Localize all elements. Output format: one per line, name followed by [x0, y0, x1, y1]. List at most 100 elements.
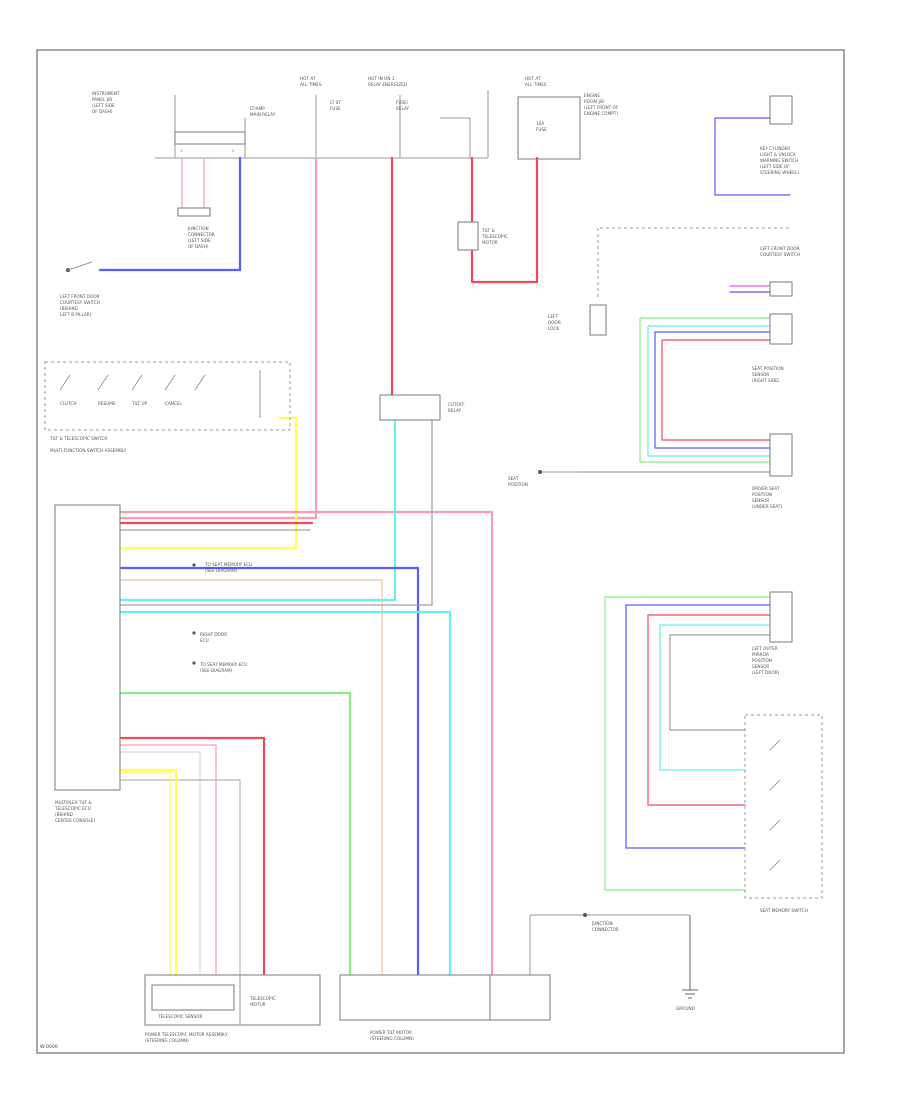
switch-assembly: CLUTCH RESUME TILT UP CANCEL TILT & TELE…: [44, 361, 291, 453]
svg-text:STEERING WHEEL): STEERING WHEEL): [760, 170, 799, 175]
wire-cyan-2: [118, 610, 452, 977]
svg-text:(STEERING COLUMN): (STEERING COLUMN): [145, 1038, 189, 1043]
svg-text:(BEHIND: (BEHIND: [60, 306, 78, 311]
door-switch-left: LEFT FRONT DOOR COURTESY SWITCH (BEHIND …: [60, 261, 100, 317]
svg-text:DRIVER SEAT: DRIVER SEAT: [752, 486, 780, 491]
svg-text:MOTOR: MOTOR: [250, 1002, 266, 1007]
svg-text:RESUME: RESUME: [98, 401, 116, 406]
wire-green: [118, 691, 352, 977]
svg-text:MOTOR: MOTOR: [482, 240, 498, 245]
svg-text:(SEE DIAGRAM): (SEE DIAGRAM): [200, 668, 233, 673]
svg-text:(LEFT DOOR): (LEFT DOOR): [752, 670, 780, 675]
svg-text:LEFT FRONT DOOR: LEFT FRONT DOOR: [60, 294, 100, 299]
svg-text:TELESCOPIC ECU: TELESCOPIC ECU: [54, 806, 91, 811]
svg-text:FUSE: FUSE: [536, 127, 547, 132]
svg-text:LOCK: LOCK: [548, 326, 559, 331]
svg-text:(LEFT FRONT OF: (LEFT FRONT OF: [584, 105, 619, 110]
wire-white-sensor: [119, 751, 201, 976]
wire-pink-main: [118, 156, 318, 520]
svg-text:TILT UP: TILT UP: [131, 401, 148, 406]
svg-text:POSITION: POSITION: [752, 492, 772, 497]
svg-text:CONNECTOR: CONNECTOR: [188, 232, 215, 237]
svg-text:MULTI-FUNCTION SWITCH ASSEMBLY: MULTI-FUNCTION SWITCH ASSEMBLY: [50, 448, 127, 453]
svg-text:LEFT: LEFT: [548, 314, 558, 319]
svg-text:LEFT B PILLAR): LEFT B PILLAR): [60, 312, 92, 317]
svg-text:LEFT OUTER: LEFT OUTER: [752, 646, 778, 651]
svg-text:LIGHT & UNLOCK: LIGHT & UNLOCK: [760, 152, 796, 157]
svg-text:SENSOR: SENSOR: [752, 664, 769, 669]
svg-text:(RIGHT SIDE): (RIGHT SIDE): [752, 378, 780, 383]
svg-text:CENTER CONSOLE): CENTER CONSOLE): [55, 818, 95, 823]
svg-text:FUSE/: FUSE/: [396, 100, 409, 105]
svg-text:LEFT FRONT DOOR: LEFT FRONT DOOR: [760, 246, 800, 251]
svg-text:(UNDER SEAT): (UNDER SEAT): [752, 504, 782, 509]
ground-icon: GROUND: [676, 915, 698, 1011]
wire-blue-right: [714, 117, 791, 196]
svg-text:1: 1: [180, 148, 183, 153]
svg-text:WARNING SWITCH: WARNING SWITCH: [760, 158, 798, 163]
svg-text:HOT AT: HOT AT: [300, 76, 316, 81]
svg-text:LT ST: LT ST: [330, 100, 341, 105]
svg-text:TO SEAT MEMORY ECU: TO SEAT MEMORY ECU: [204, 562, 252, 567]
svg-text:(SEE DIAGRAM): (SEE DIAGRAM): [205, 568, 238, 573]
svg-text:ALL TIMES: ALL TIMES: [525, 82, 547, 87]
svg-text:LT/AMP: LT/AMP: [250, 106, 265, 111]
fuse-mid: TILT & TELESCOPIC MOTOR: [457, 221, 508, 251]
svg-text:SEAT MEMORY SWITCH: SEAT MEMORY SWITCH: [760, 908, 808, 913]
svg-text:FUSE: FUSE: [330, 106, 341, 111]
svg-text:SENSOR: SENSOR: [752, 498, 769, 503]
diagram-frame: [36, 49, 845, 1054]
tilt-motor: POWER TILT MOTOR (STEERING COLUMN): [339, 974, 551, 1041]
relay-block-mid: CUTOFF RELAY: [379, 394, 465, 421]
svg-text:RELAY: RELAY: [396, 106, 410, 111]
wire-yellow-sensor: [118, 768, 178, 977]
svg-text:OF DASH): OF DASH): [92, 109, 113, 114]
wire-cyan-1: [118, 418, 397, 602]
svg-text:CANCEL: CANCEL: [165, 401, 182, 406]
svg-text:OF DASH): OF DASH): [188, 244, 209, 249]
svg-text:ROOM J/B: ROOM J/B: [584, 99, 604, 104]
svg-text:(LEFT SIDE: (LEFT SIDE: [92, 103, 115, 108]
svg-text:ENGINE: ENGINE: [584, 93, 600, 98]
svg-text:SEAT POSITION: SEAT POSITION: [752, 366, 784, 371]
svg-text:TELESCOPIC: TELESCOPIC: [249, 996, 276, 1001]
svg-text:CONNECTOR: CONNECTOR: [592, 927, 619, 932]
svg-text:COURTESY SWITCH: COURTESY SWITCH: [60, 300, 100, 305]
svg-text:2: 2: [232, 148, 235, 153]
svg-text:CUTOFF: CUTOFF: [448, 402, 465, 407]
ground-connector: JUNCTION CONNECTOR: [529, 913, 690, 975]
svg-text:(LEFT SIDE OF: (LEFT SIDE OF: [760, 164, 790, 169]
svg-text:CLUTCH: CLUTCH: [60, 401, 77, 406]
svg-text:SENSOR: SENSOR: [752, 372, 769, 377]
svg-text:POWER TILT MOTOR: POWER TILT MOTOR: [370, 1030, 412, 1035]
wire-pink-sensor: [119, 744, 217, 976]
svg-text:ENGINE COMPT): ENGINE COMPT): [584, 111, 618, 116]
wire-yellow-sensor-b: [119, 772, 171, 976]
ecu-module: MULTIPLEX TILT & TELESCOPIC ECU (BEHIND …: [54, 504, 121, 823]
relay-box-right: HOT AT ALL TIMES ENGINE ROOM J/B (LEFT F…: [517, 76, 619, 160]
svg-text:JUNCTION: JUNCTION: [187, 226, 209, 231]
right-labels: KEY CYLINDER LIGHT & UNLOCK WARNING SWIT…: [508, 95, 800, 675]
svg-text:TO SEAT MEMORY ECU: TO SEAT MEMORY ECU: [199, 662, 247, 667]
svg-text:(LEFT SIDE: (LEFT SIDE: [188, 238, 211, 243]
svg-text:TILT & TELESCOPIC SWITCH: TILT & TELESCOPIC SWITCH: [49, 436, 108, 441]
svg-text:(BEHIND: (BEHIND: [55, 812, 73, 817]
svg-text:PANEL J/B: PANEL J/B: [92, 97, 112, 102]
wire-red-relay: [470, 156, 539, 284]
text-instrument-panel: INSTRUMENT: [92, 91, 120, 96]
module-notes: TO SEAT MEMORY ECU (SEE DIAGRAM) RIGHT D…: [192, 562, 252, 673]
svg-text:(STEERING COLUMN): (STEERING COLUMN): [370, 1036, 414, 1041]
svg-text:TELESCOPIC: TELESCOPIC: [481, 234, 508, 239]
wire-gray-1: [119, 419, 433, 606]
wire-yellow: [118, 416, 298, 550]
svg-text:HOT AT: HOT AT: [525, 76, 541, 81]
svg-text:DOOR: DOOR: [548, 320, 561, 325]
svg-text:POSITION: POSITION: [752, 658, 772, 663]
svg-text:MAIN RELAY: MAIN RELAY: [250, 112, 276, 117]
svg-text:POSITION: POSITION: [508, 482, 528, 487]
wire-red-sensor: [118, 736, 266, 977]
wire-blue-door: [98, 156, 242, 272]
fuse-block-top: INSTRUMENT PANEL J/B (LEFT SIDE OF DASH)…: [92, 76, 489, 159]
wire-pink-long: [118, 510, 494, 977]
